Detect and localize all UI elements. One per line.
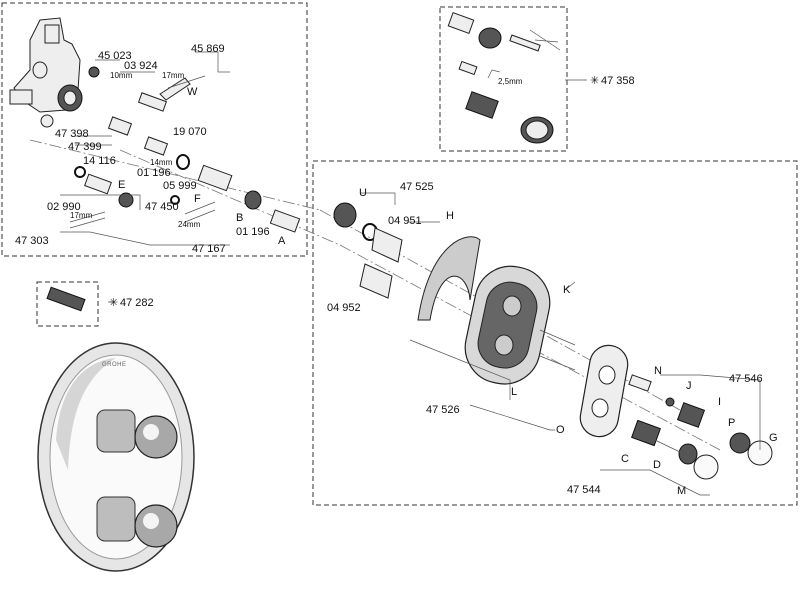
- trim-set-drawing: [333, 202, 773, 480]
- star-47282: ✳: [109, 297, 118, 309]
- label-N: N: [654, 365, 662, 377]
- star-47358: ✳: [590, 75, 599, 87]
- label-M: M: [677, 485, 686, 497]
- label-10mm: 10mm: [110, 71, 133, 80]
- label-19070: 19 070: [173, 126, 207, 138]
- label-02990: 02 990: [47, 201, 81, 213]
- product-image: GROHE: [37, 342, 195, 572]
- label-L: L: [511, 386, 517, 398]
- label-U: U: [359, 187, 367, 199]
- label-03924: 03 924: [124, 60, 158, 72]
- valve-body-drawing: [9, 17, 301, 233]
- label-K: K: [563, 284, 571, 296]
- label-47398: 47 398: [55, 128, 89, 140]
- valve-body-box: [1, 2, 308, 257]
- label-E: E: [118, 179, 125, 191]
- axis-line: [29, 139, 321, 211]
- label-47546: 47 546: [729, 373, 763, 385]
- label-47303: 47 303: [15, 235, 49, 247]
- label-01196-b: 01 196: [236, 226, 270, 238]
- label-47526: 47 526: [426, 404, 460, 416]
- upper-handle-base: [96, 409, 136, 453]
- label-47450: 47 450: [145, 201, 179, 213]
- label-A: A: [278, 235, 286, 247]
- label-47167: 47 167: [192, 243, 226, 255]
- mounting-plate: [579, 344, 629, 438]
- label-2-5mm: 2,5mm: [498, 77, 523, 86]
- label-04951: 04 951: [388, 215, 422, 227]
- label-17mm-bottom: 17mm: [70, 211, 93, 220]
- label-47544: 47 544: [567, 484, 601, 496]
- label-14mm: 14mm: [150, 158, 173, 167]
- label-04952: 04 952: [327, 302, 361, 314]
- brand-label: GROHE: [102, 362, 127, 368]
- label-47525: 47 525: [400, 181, 434, 193]
- label-F: F: [194, 193, 201, 205]
- label-45869: 45 869: [191, 43, 225, 55]
- trim-set-box: [312, 160, 798, 506]
- label-47282: 47 282: [120, 297, 154, 309]
- label-14116: 14 116: [83, 155, 116, 167]
- label-I: I: [718, 396, 721, 408]
- lower-handle-base: [96, 496, 136, 542]
- spare-part-drawing: [46, 286, 86, 312]
- label-P: P: [728, 417, 735, 429]
- leader-lines: [60, 51, 761, 496]
- label-24mm: 24mm: [178, 220, 201, 229]
- label-G: G: [769, 432, 778, 444]
- seal-ring: [417, 236, 481, 321]
- cartridge-kit-drawing: [447, 12, 561, 144]
- label-C: C: [621, 453, 629, 465]
- label-45023: 45 023: [98, 50, 132, 62]
- label-J: J: [686, 380, 692, 392]
- label-47399: 47 399: [68, 141, 102, 153]
- label-O: O: [556, 424, 565, 436]
- label-W: W: [187, 86, 198, 98]
- label-01196-a: 01 196: [137, 167, 171, 179]
- label-H: H: [446, 210, 454, 222]
- label-B: B: [236, 212, 243, 224]
- spare-part-box: [36, 281, 99, 327]
- label-17mm-top: 17mm: [162, 71, 185, 80]
- label-47358: 47 358: [601, 75, 635, 87]
- label-D: D: [653, 459, 661, 471]
- label-05999: 05 999: [163, 180, 197, 192]
